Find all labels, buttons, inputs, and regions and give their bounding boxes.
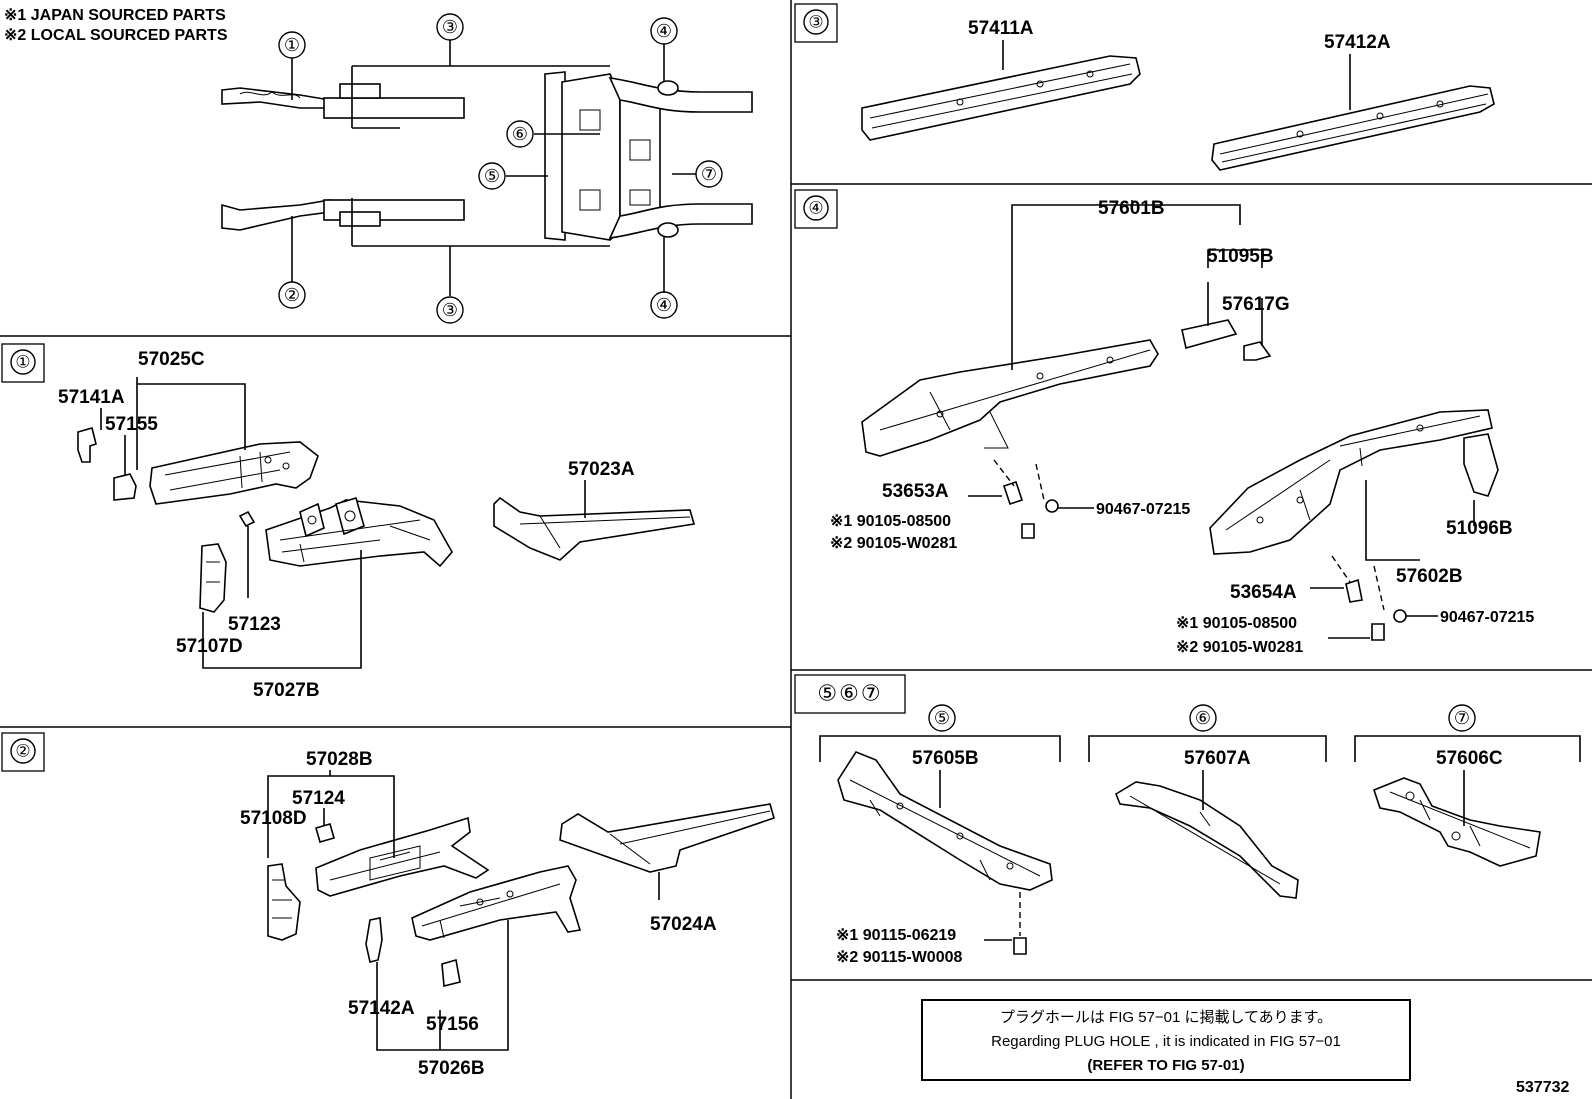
callout-1: ① bbox=[284, 35, 300, 55]
section-2-circle bbox=[10, 738, 36, 764]
subheader-5: ⑤ bbox=[934, 708, 950, 728]
section-2-parts bbox=[267, 803, 775, 988]
label-90115-06219: ※1 90115-06219 bbox=[836, 927, 956, 944]
section-4-label: ④ bbox=[808, 199, 823, 218]
label-57601B: 57601B bbox=[1098, 198, 1165, 219]
note-refer: (REFER TO FIG 57-01) bbox=[1087, 1057, 1244, 1074]
figure-id: 537732 bbox=[1516, 1079, 1569, 1096]
overview-frame bbox=[221, 40, 753, 296]
overview-callouts: ① ② ③ ③ ④ ④ ⑤ ⑥ ⑦ bbox=[278, 13, 723, 324]
subheader-7-circle bbox=[1448, 704, 1476, 732]
callout-3-top-circle bbox=[436, 13, 464, 41]
callout-4-bottom-circle bbox=[650, 291, 678, 319]
label-51096B: 51096B bbox=[1446, 518, 1513, 539]
callout-3-bottom-circle bbox=[436, 296, 464, 324]
label-57028B: 57028B bbox=[306, 749, 373, 770]
callout-5: ⑤ bbox=[484, 166, 500, 186]
section-567-box bbox=[794, 674, 906, 714]
label-57142A: 57142A bbox=[348, 998, 415, 1019]
legend-local: ※2 LOCAL SOURCED PARTS bbox=[4, 27, 228, 44]
label-57412A: 57412A bbox=[1324, 32, 1391, 53]
callout-2-circle bbox=[278, 281, 306, 309]
section-1-label: ① bbox=[15, 353, 30, 372]
label-57123: 57123 bbox=[228, 614, 281, 635]
label-57607A: 57607A bbox=[1184, 748, 1251, 769]
section-3-parts bbox=[861, 55, 1495, 171]
label-53654A: 53654A bbox=[1230, 582, 1297, 603]
label-57025C: 57025C bbox=[138, 349, 205, 370]
label-57108D: 57108D bbox=[240, 808, 307, 829]
subheader-5-circle bbox=[928, 704, 956, 732]
label-51095B: 51095B bbox=[1207, 246, 1274, 267]
subheader-6: ⑥ bbox=[1195, 708, 1211, 728]
section-1-circle bbox=[10, 349, 36, 375]
label-57124: 57124 bbox=[292, 788, 345, 809]
label-57023A: 57023A bbox=[568, 459, 635, 480]
label-57027B: 57027B bbox=[253, 680, 320, 701]
legend-japan: ※1 JAPAN SOURCED PARTS bbox=[4, 7, 226, 24]
label-90115-W0008: ※2 90115-W0008 bbox=[836, 949, 962, 966]
label-57411A: 57411A bbox=[968, 18, 1034, 39]
label-57156: 57156 bbox=[426, 1014, 479, 1035]
callout-6: ⑥ bbox=[512, 124, 528, 144]
callout-4-top-circle bbox=[650, 17, 678, 45]
section-1-parts bbox=[77, 427, 696, 613]
note-japanese: プラグホールは FIG 57−01 に掲載してあります。 bbox=[1000, 1009, 1332, 1026]
section-567-parts bbox=[837, 751, 1541, 955]
reference-note-box bbox=[921, 999, 1411, 1081]
callout-7-circle bbox=[695, 160, 723, 188]
note-english: Regarding PLUG HOLE , it is indicated in… bbox=[991, 1033, 1341, 1050]
section-1-leaders bbox=[100, 377, 586, 669]
section-567-leaders bbox=[939, 770, 1465, 941]
label-57602B: 57602B bbox=[1396, 566, 1463, 587]
callout-3-bottom: ③ bbox=[442, 300, 458, 320]
callout-6-circle bbox=[506, 120, 534, 148]
section-2-label: ② bbox=[15, 742, 30, 761]
label-57107D: 57107D bbox=[176, 636, 243, 657]
callout-3-top: ③ bbox=[442, 17, 458, 37]
label-90467-07215-b: 90467-07215 bbox=[1440, 609, 1534, 626]
label-90105-08500-a: ※1 90105-08500 bbox=[830, 513, 951, 530]
label-90105-W0281-a: ※2 90105-W0281 bbox=[830, 535, 957, 552]
section-3-circle bbox=[803, 9, 829, 35]
subheader-7: ⑦ bbox=[1454, 708, 1470, 728]
label-90467-07215-a: 90467-07215 bbox=[1096, 501, 1190, 518]
label-57617G: 57617G bbox=[1222, 294, 1290, 315]
section-4-parts bbox=[861, 319, 1499, 641]
label-90105-W0281-b: ※2 90105-W0281 bbox=[1176, 639, 1303, 656]
callout-7: ⑦ bbox=[701, 164, 717, 184]
label-53653A: 53653A bbox=[882, 481, 949, 502]
section-4-circle bbox=[803, 195, 829, 221]
label-57605B: 57605B bbox=[912, 748, 979, 769]
label-57024A: 57024A bbox=[650, 914, 717, 935]
section-567-label: ⑤⑥⑦ bbox=[817, 681, 882, 706]
callout-4-top: ④ bbox=[656, 21, 672, 41]
label-57606C: 57606C bbox=[1436, 748, 1503, 769]
label-57141A: 57141A bbox=[58, 387, 125, 408]
section-4-leaders bbox=[968, 200, 1475, 639]
callout-4-bottom: ④ bbox=[656, 295, 672, 315]
callout-2: ② bbox=[284, 285, 300, 305]
section-3-label: ③ bbox=[808, 13, 823, 32]
label-57026B: 57026B bbox=[418, 1058, 485, 1079]
label-90105-08500-b: ※1 90105-08500 bbox=[1176, 615, 1297, 632]
section-567-brackets bbox=[819, 735, 1581, 762]
callout-5-circle bbox=[478, 162, 506, 190]
section-2-leaders bbox=[267, 770, 660, 1051]
callout-1-circle bbox=[278, 31, 306, 59]
label-57155: 57155 bbox=[105, 414, 158, 435]
subheader-6-circle bbox=[1189, 704, 1217, 732]
